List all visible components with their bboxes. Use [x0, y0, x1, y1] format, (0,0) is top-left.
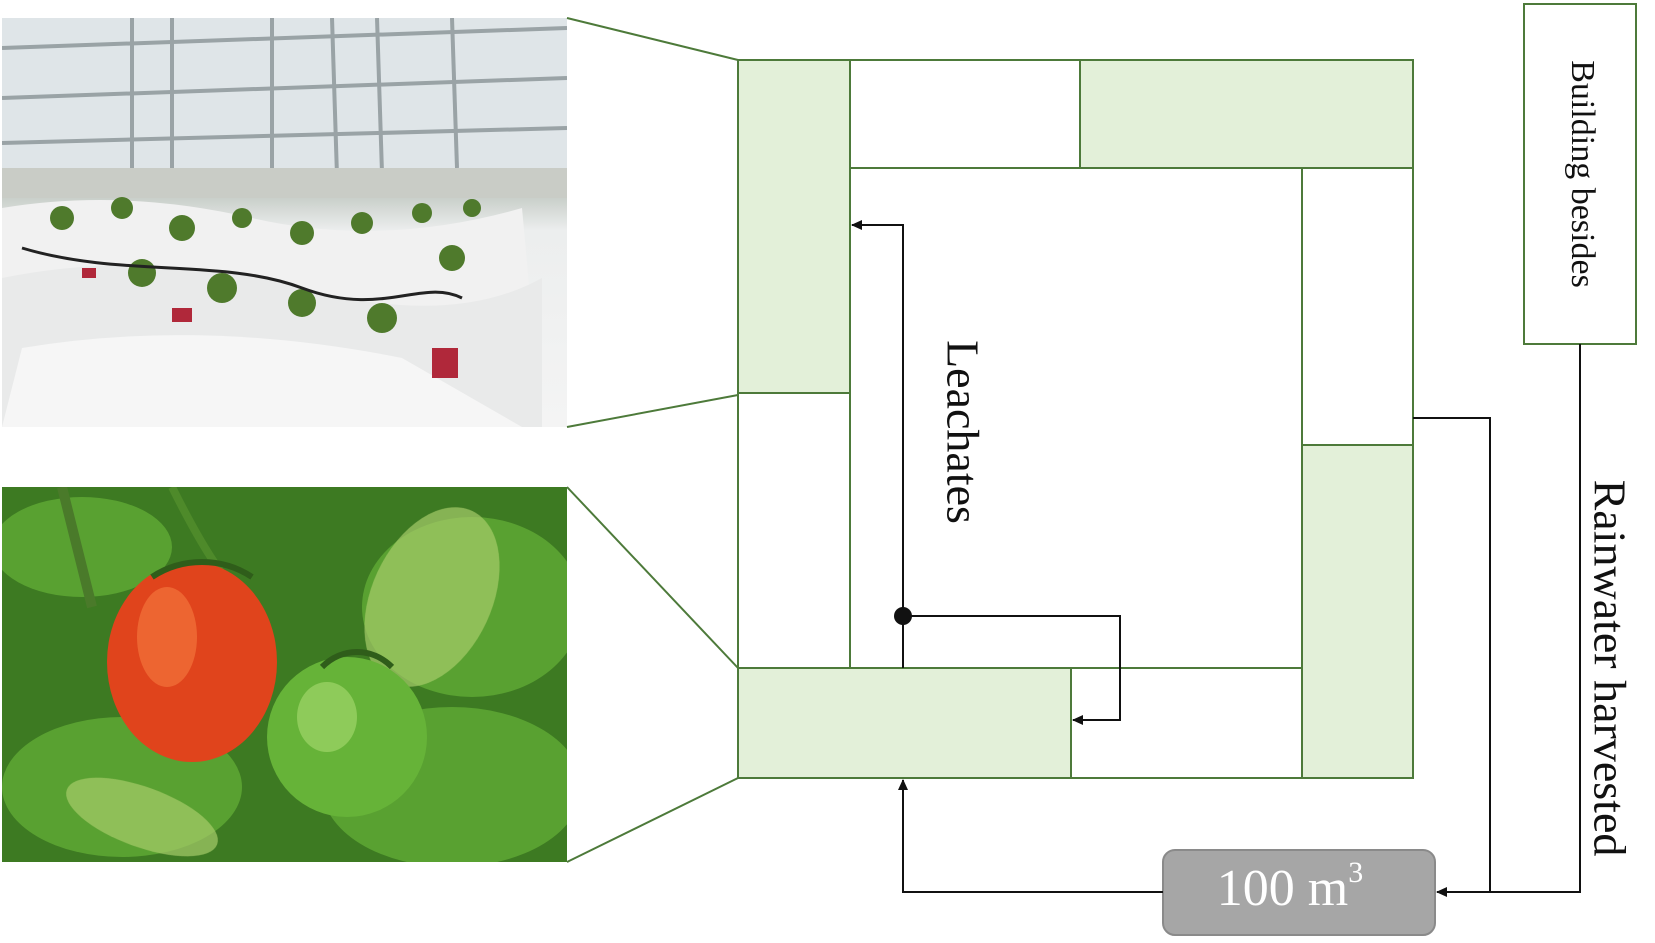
bed-top-right — [1079, 59, 1414, 169]
connector-top-lower — [566, 394, 739, 428]
connector-bottom-upper — [566, 486, 739, 669]
greenhouse-image-icon — [2, 18, 567, 427]
greenhouse-photo — [2, 18, 567, 427]
bed-left-lower — [737, 392, 851, 669]
photo-connectors — [566, 17, 739, 863]
rainwater-flow-line — [1436, 344, 1581, 897]
bed-bottom-middle — [1070, 667, 1303, 779]
tomato-plant-image-icon — [2, 487, 567, 862]
bed-top-middle — [849, 59, 1081, 169]
connector-top-upper — [566, 17, 739, 61]
tank-superscript: 3 — [1348, 856, 1363, 889]
bed-right-upper — [1301, 167, 1414, 446]
bed-bottom-left — [737, 667, 1072, 779]
flow-lines — [851, 220, 1581, 897]
connector-bottom-lower — [566, 777, 739, 863]
leachates-return-line — [851, 220, 904, 668]
tank-supply-line — [898, 779, 1163, 893]
rainwater-label: Rainwater harvested — [1584, 480, 1635, 857]
inner-area — [849, 167, 1303, 669]
leachates-branch-line — [903, 615, 1121, 725]
building-label: Building besides — [1564, 60, 1601, 288]
bed-right-lower — [1301, 444, 1414, 779]
leachates-label: Leachates — [937, 340, 988, 524]
tomato-photo — [2, 487, 567, 862]
greenhouse-layout — [737, 59, 1414, 779]
tank-capacity: 100 m3 — [1217, 856, 1363, 917]
building-box — [1523, 3, 1637, 345]
tank-value: 100 m — [1217, 860, 1348, 917]
right-drain-line — [1413, 417, 1491, 892]
junction-node — [894, 607, 912, 625]
bed-left-top — [737, 59, 851, 394]
